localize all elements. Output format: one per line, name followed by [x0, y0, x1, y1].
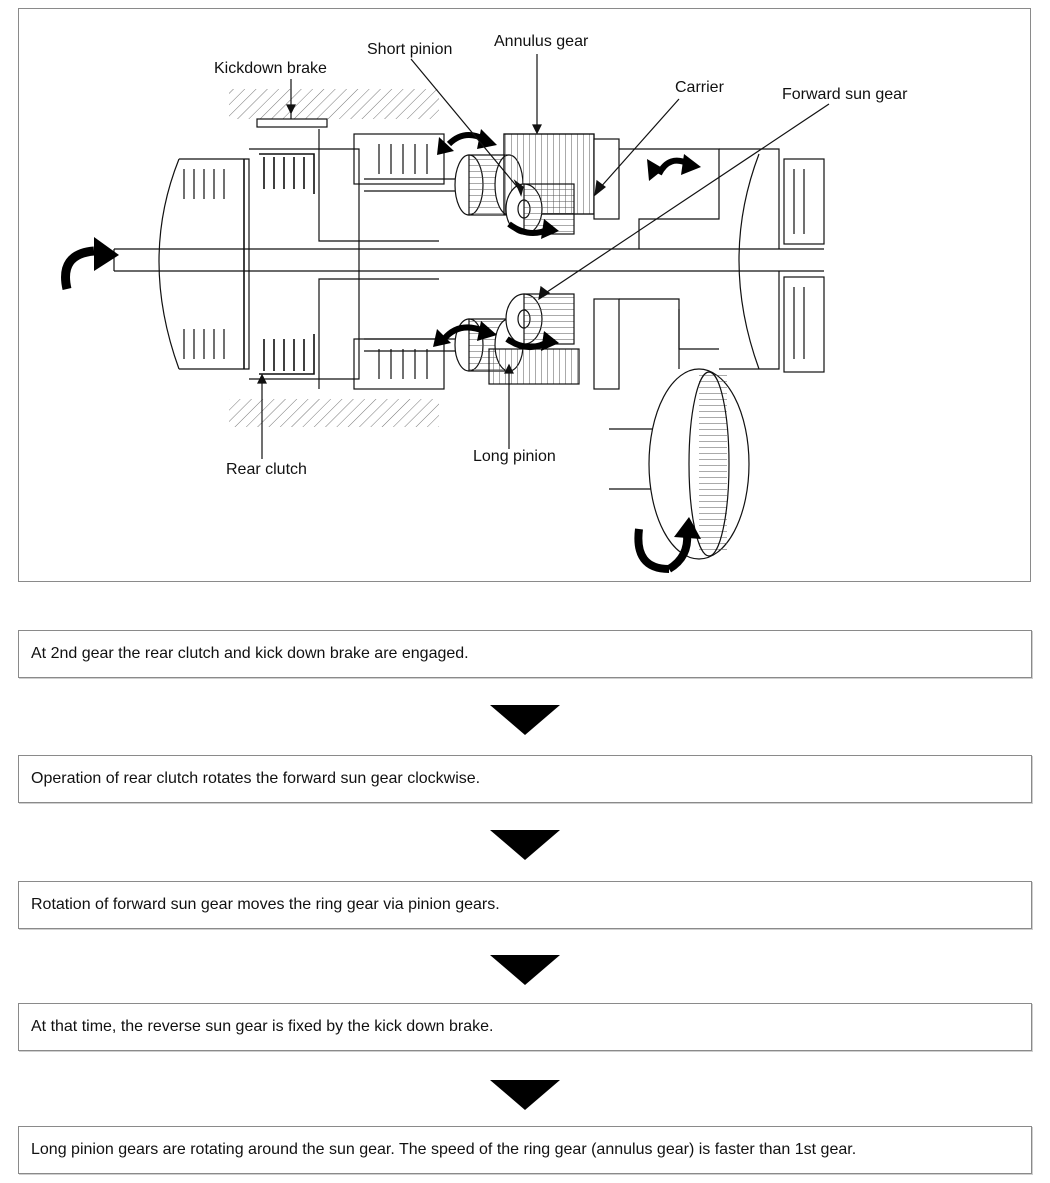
rear-clutch-pack — [243, 153, 315, 375]
down-arrow-icon — [490, 705, 560, 735]
down-arrow-icon — [490, 1080, 560, 1110]
rotation-arrow-input — [61, 246, 95, 291]
right-clutch-upper — [783, 158, 825, 245]
left-clutch-pack — [183, 169, 225, 359]
carrier-lower — [593, 298, 620, 390]
down-arrow-icon — [490, 955, 560, 985]
step-4-box: At that time, the reverse sun gear is fi… — [18, 1003, 1032, 1051]
step-5-text: Long pinion gears are rotating around th… — [31, 1141, 857, 1158]
callout-kickdown-brake: Kickdown brake — [214, 60, 327, 77]
step-1-box: At 2nd gear the rear clutch and kick dow… — [18, 630, 1032, 678]
callout-carrier: Carrier — [675, 79, 724, 96]
step-1-text: At 2nd gear the rear clutch and kick dow… — [31, 645, 469, 662]
callout-forward-sun-gear: Forward sun gear — [782, 86, 908, 103]
callout-annulus-gear: Annulus gear — [494, 33, 589, 50]
callout-long-pinion: Long pinion — [473, 448, 556, 465]
rotation-arrow-input-head — [94, 237, 119, 271]
step-2-text: Operation of rear clutch rotates the for… — [31, 770, 481, 787]
long-pinion-upper — [505, 183, 575, 235]
leader-lines — [257, 54, 830, 459]
step-3-box: Rotation of forward sun gear moves the r… — [18, 881, 1032, 929]
kickdown-brake-band — [256, 118, 328, 128]
output-transfer-gear — [609, 309, 750, 560]
down-arrow-icon — [490, 830, 560, 860]
step-4-text: At that time, the reverse sun gear is fi… — [31, 1018, 494, 1035]
front-clutch-pack — [353, 133, 445, 390]
gear-diagram-figure: Kickdown brake Short pinion Annulus gear… — [18, 8, 1031, 582]
callout-short-pinion: Short pinion — [367, 41, 453, 58]
step-5-box: Long pinion gears are rotating around th… — [18, 1126, 1032, 1174]
housing-hatch-top — [229, 89, 439, 119]
housing-hatch-bottom — [229, 399, 439, 427]
step-2-box: Operation of rear clutch rotates the for… — [18, 755, 1032, 803]
right-clutch-lower — [783, 276, 825, 373]
callout-rear-clutch: Rear clutch — [226, 461, 307, 478]
step-3-text: Rotation of forward sun gear moves the r… — [31, 896, 500, 913]
planetary-gearset-illustration — [61, 54, 830, 573]
carrier-upper — [593, 138, 620, 220]
